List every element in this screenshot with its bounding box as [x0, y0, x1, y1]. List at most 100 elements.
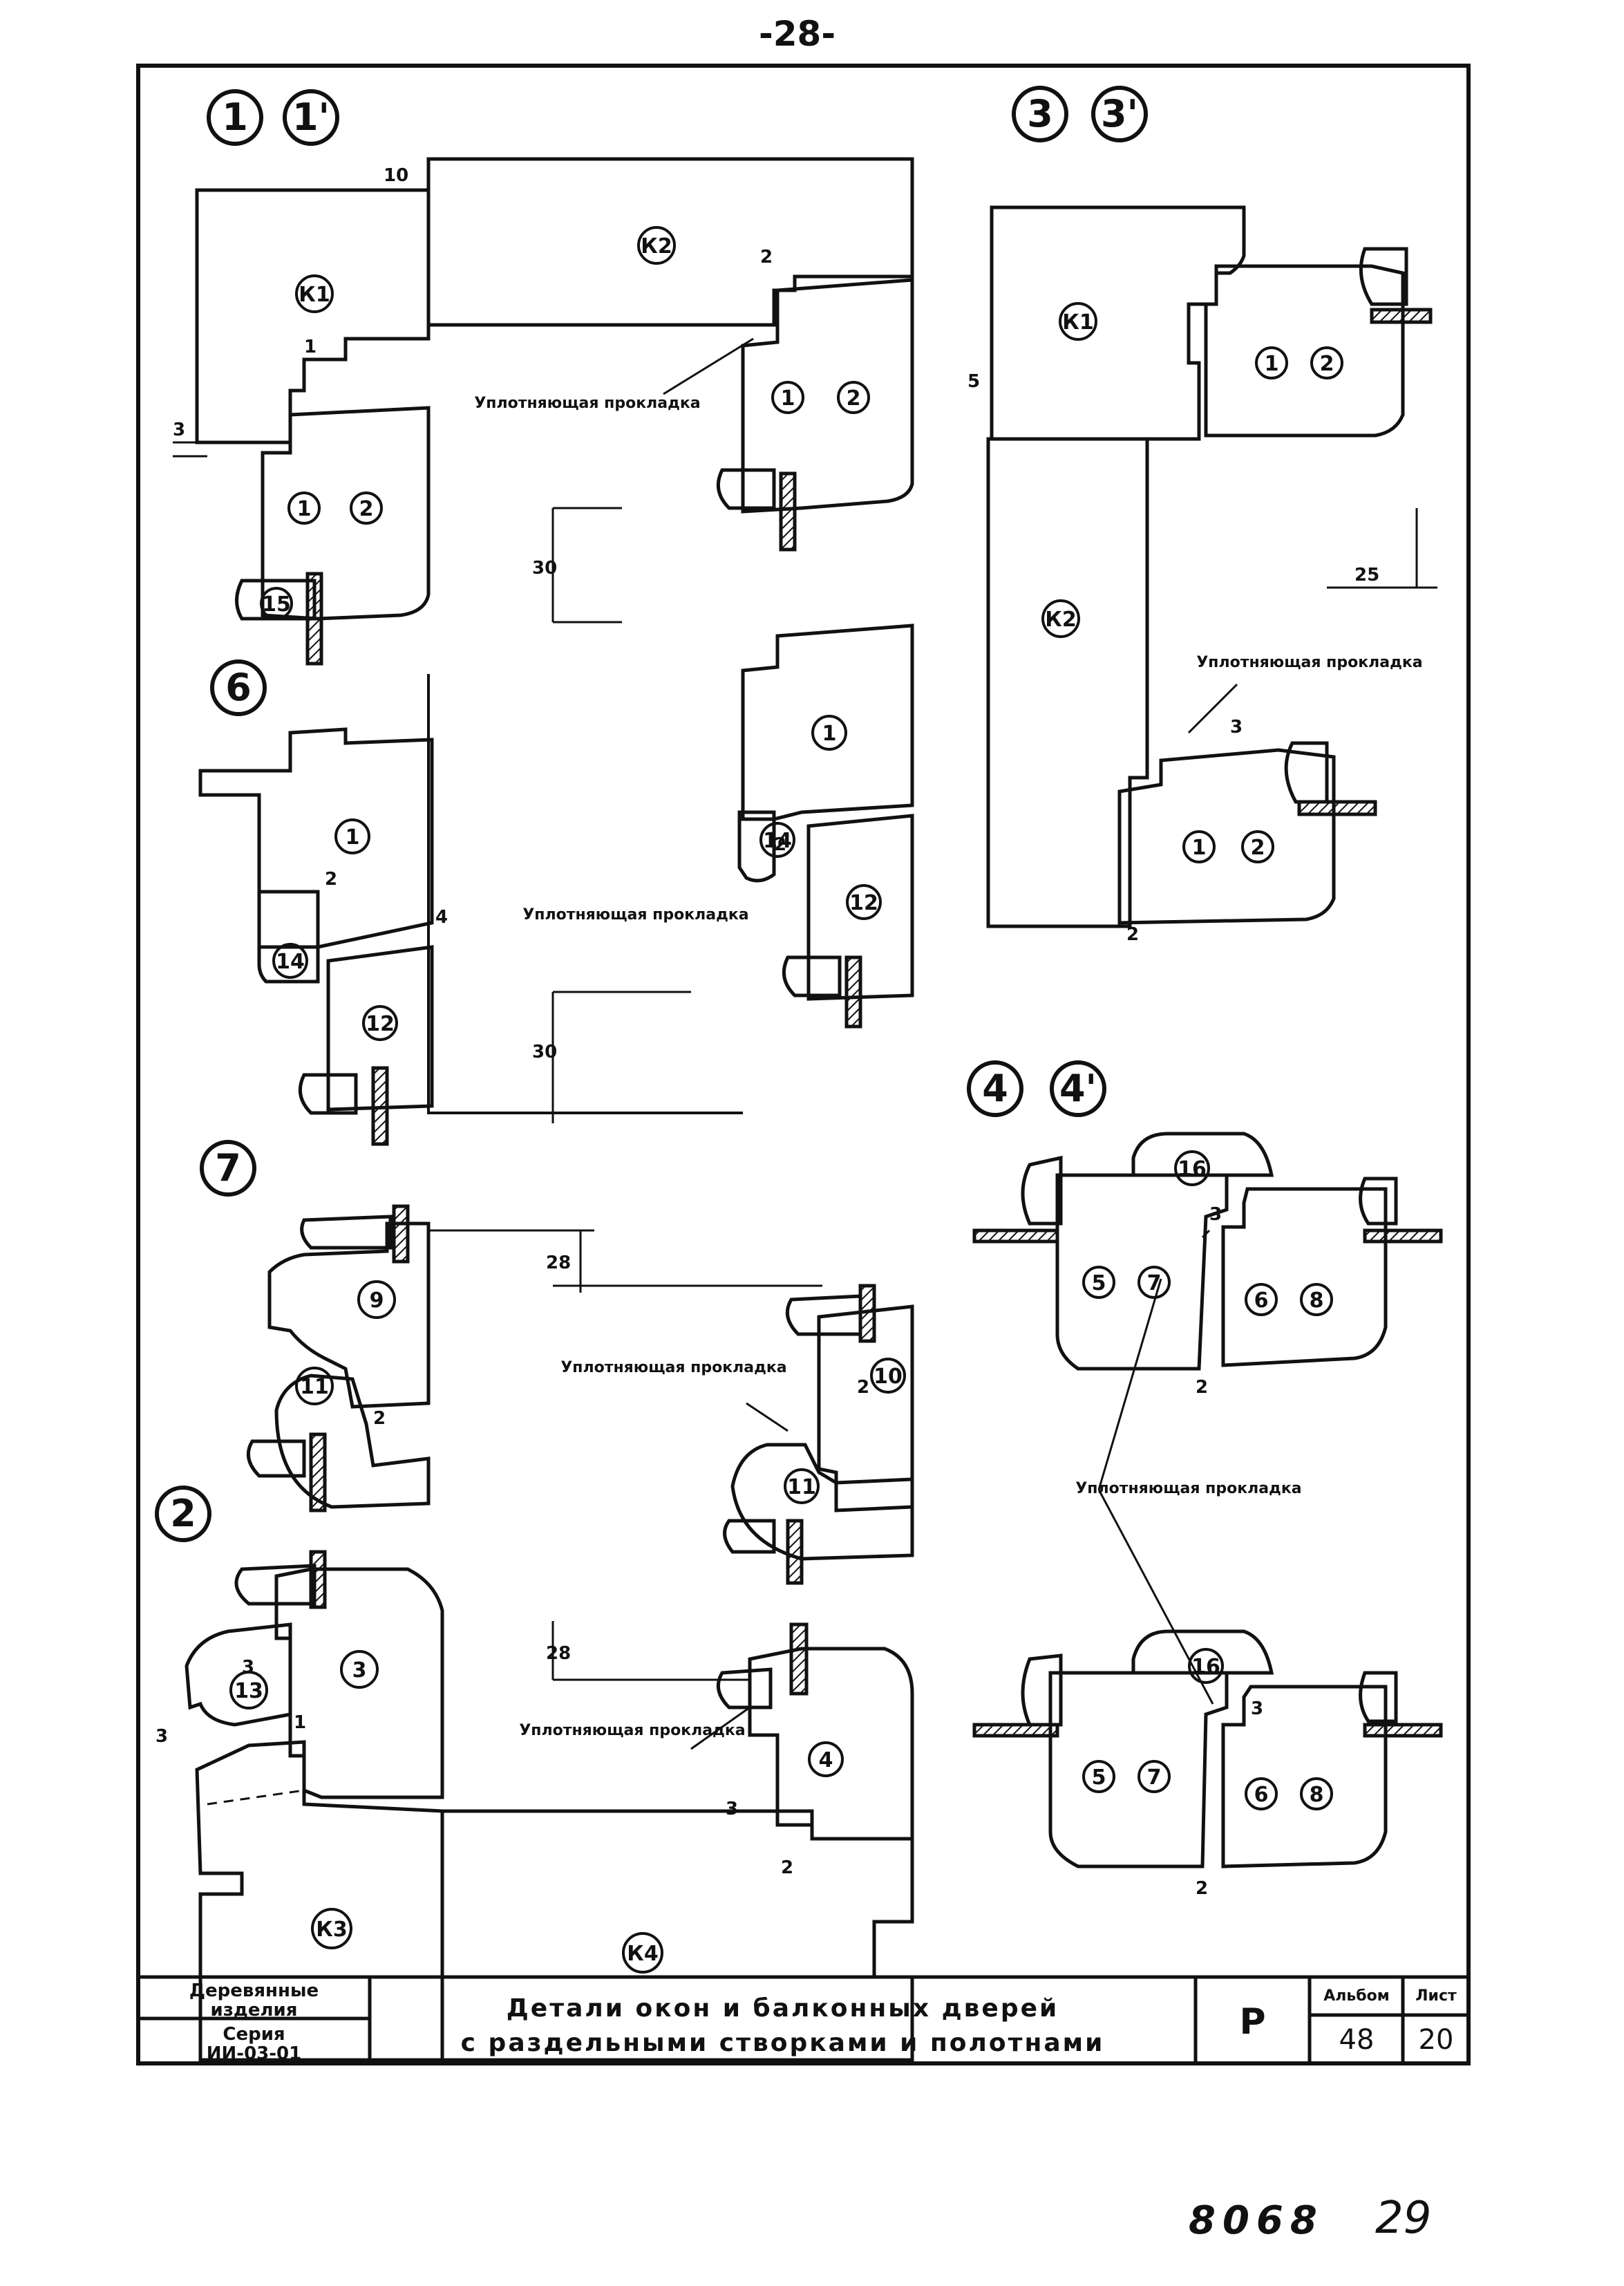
part-16-top: [1131, 1132, 1274, 1177]
part-1-label: 1: [297, 497, 312, 521]
sash-1-2-right: [741, 278, 914, 514]
part-10-label: 10: [874, 1365, 903, 1389]
sheet-label: Лист: [1415, 1987, 1457, 2005]
seal-label: Уплотняющая прокладка: [522, 906, 748, 924]
part-11-left: [274, 1374, 431, 1509]
dim-30: 30: [532, 558, 557, 579]
part-k1-label: К1: [299, 283, 330, 307]
dim-3: 3: [726, 1799, 738, 1819]
dim-2: 2: [1196, 1878, 1208, 1899]
part-5-label: 5: [1092, 1765, 1106, 1790]
part-k1-outline: [195, 188, 431, 444]
detail-1-prime-label: 1': [292, 95, 330, 139]
sheet-frame: [136, 64, 1471, 2065]
part-5-7-top: [1055, 1173, 1229, 1371]
part-k2-label: К2: [641, 234, 672, 259]
sash-1-2-left: [261, 406, 431, 621]
dim-2: 2: [774, 834, 786, 855]
part-1-label: 1: [346, 825, 360, 850]
dim-3: 3: [173, 420, 185, 440]
title-block-frame: [138, 1975, 1469, 2063]
dim-3: 3: [155, 1726, 168, 1747]
part-8-label: 8: [1310, 1783, 1324, 1807]
dim-3: 3: [1230, 717, 1243, 738]
part-1-6-left: [198, 727, 434, 949]
part-11-label: 11: [300, 1375, 329, 1399]
part-8-label: 8: [1310, 1289, 1324, 1313]
part-6-label: 6: [1254, 1783, 1269, 1807]
part-k3-label: К3: [316, 1918, 347, 1942]
part-k2-3-label: К2: [1045, 608, 1076, 632]
part-7-label: 7: [1147, 1271, 1162, 1295]
part-9-label: 9: [370, 1289, 384, 1313]
album-value: 48: [1339, 2024, 1375, 2056]
part-16-label: 16: [1178, 1157, 1207, 1181]
detail-7-drawing: [246, 1204, 914, 1585]
detail-4-drawing-top: [972, 1132, 1443, 1371]
part-k4-label: К4: [627, 1942, 658, 1966]
stage-value: Р: [1239, 2001, 1266, 2043]
dim-28: 28: [546, 1253, 571, 1273]
product-type-line1: Деревянные: [189, 1980, 319, 2001]
dim-25: 25: [1354, 565, 1379, 585]
detail-2-drawing: [185, 1550, 914, 2062]
part-2-label: 2: [847, 386, 861, 411]
detail-6-label: 6: [225, 666, 252, 709]
part-k1-3-outline: [990, 205, 1246, 441]
seal-label: Уплотняющая прокладка: [1075, 1480, 1301, 1497]
dim-2: 2: [325, 869, 337, 890]
part-4-outline: [748, 1647, 914, 1841]
detail-6-drawing: [198, 624, 914, 1146]
part-16-bottom: [1131, 1629, 1274, 1675]
part-13-label: 13: [234, 1679, 263, 1703]
detail-7-label: 7: [215, 1146, 241, 1190]
part-12-6-left: [326, 945, 434, 1112]
dim-3: 3: [1209, 1204, 1222, 1225]
part-1-6-right: [741, 624, 914, 821]
part-14-label: 14: [763, 829, 792, 853]
part-2-label: 2: [1251, 836, 1265, 860]
archive-sheet-number: 29: [1375, 2193, 1432, 2244]
part-14-label: 14: [276, 950, 305, 974]
dim-2: 2: [760, 247, 773, 268]
seal-label: Уплотняющая прокладка: [474, 395, 700, 412]
detail-4-label: 4: [982, 1067, 1008, 1110]
part-2-label: 2: [359, 497, 374, 521]
dim-10: 10: [384, 165, 408, 186]
detail-1-label: 1: [222, 95, 248, 139]
part-12-label: 12: [366, 1012, 395, 1036]
part-3-outline: [274, 1567, 444, 1799]
part-15-drip: [235, 579, 317, 621]
dim-5: 5: [967, 371, 980, 392]
dim-3: 3: [242, 1657, 254, 1678]
dim-2: 2: [781, 1857, 793, 1878]
part-5-label: 5: [1092, 1271, 1106, 1295]
detail-4-drawing-bottom: [972, 1229, 1443, 1868]
part-14-6-right: [737, 810, 776, 883]
part-9-outline: [267, 1221, 431, 1409]
title-line2: с раздельными створками и полотнами: [460, 2029, 1105, 2057]
sash-1-2-top: [1204, 264, 1405, 438]
detail-4-prime-label: 4': [1059, 1067, 1097, 1110]
detail-3-label: 3: [1027, 92, 1053, 135]
part-k2-3-outline: [986, 437, 1149, 928]
sheet-value: 20: [1418, 2024, 1454, 2056]
series-label: Серия: [223, 2024, 285, 2045]
dim-3: 3: [1251, 1698, 1263, 1719]
part-1-label: 1: [781, 386, 795, 411]
part-k1-3-label: К1: [1062, 310, 1093, 335]
part-1-label: 1: [1192, 836, 1207, 860]
title-line1: Детали окон и балконных дверей: [506, 1994, 1059, 2023]
part-12-6-right: [806, 814, 914, 1001]
dim-1: 1: [294, 1712, 306, 1733]
dim-28: 28: [546, 1643, 571, 1664]
part-7-label: 7: [1147, 1765, 1162, 1790]
part-6-8-top: [1221, 1187, 1388, 1367]
part-5-7-bottom: [1048, 1671, 1229, 1868]
part-13-outline: [185, 1622, 292, 1727]
product-type-line2: изделия: [210, 2000, 298, 2021]
detail-2-label: 2: [170, 1492, 196, 1535]
part-2-label: 2: [1320, 352, 1334, 376]
part-6-label: 6: [1254, 1289, 1269, 1313]
